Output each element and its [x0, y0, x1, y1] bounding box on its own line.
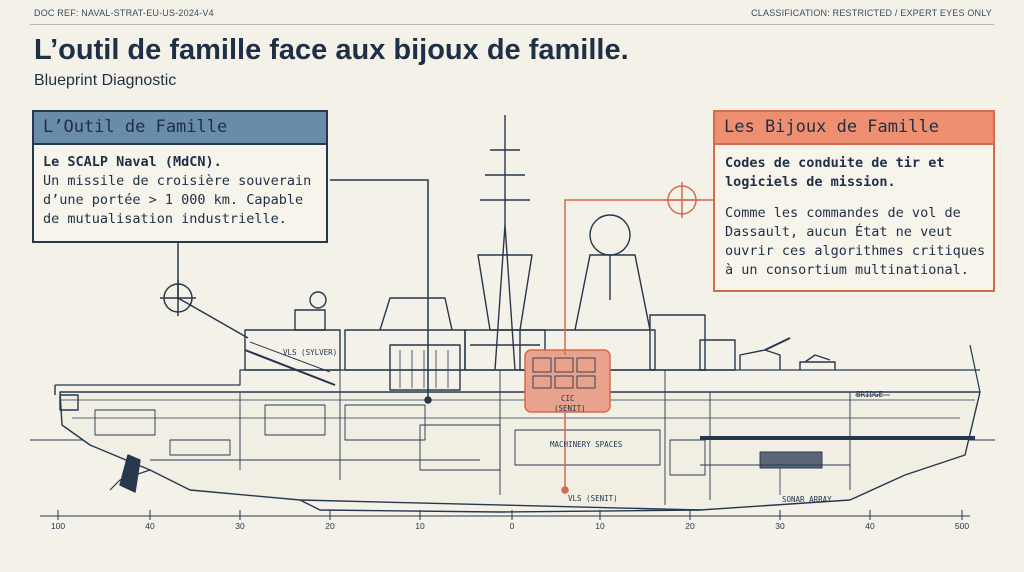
cic-senit-label: (SENIT) — [554, 404, 586, 413]
classification-label: CLASSIFICATION: RESTRICTED / EXPERT EYES… — [751, 8, 992, 18]
scale-tick: 30 — [235, 521, 245, 531]
header-divider — [30, 24, 994, 25]
right-box-line-2: Dassault, aucun État ne veut — [725, 224, 953, 240]
scale-tick: 0 — [509, 521, 515, 531]
right-box-heading: Les Bijoux de Famille — [715, 112, 993, 145]
machinery-spaces-label: MACHINERY SPACES — [550, 440, 623, 449]
scale-tick: 500 — [954, 521, 970, 531]
right-info-box: Les Bijoux de Famille Codes de conduite … — [713, 110, 995, 292]
scale-tick: 40 — [145, 521, 155, 531]
scale-tick: 20 — [685, 521, 695, 531]
scale-tick: 20 — [325, 521, 335, 531]
page-subtitle: Blueprint Diagnostic — [34, 72, 177, 89]
left-callout-lines — [160, 179, 432, 404]
scale-tick: 10 — [595, 521, 605, 531]
vls-sylver-label: VLS (SYLVER) — [283, 348, 338, 357]
scale-tick: 100 — [50, 521, 66, 531]
page-title: L’outil de famille face aux bijoux de fa… — [34, 34, 629, 66]
right-box-lead-2: logiciels de mission. — [725, 174, 896, 190]
right-box-line-3: ouvrir ces algorithmes critiques — [725, 243, 986, 259]
right-box-line-1: Comme les commandes de vol de — [725, 205, 961, 221]
scale-tick: 40 — [865, 521, 875, 531]
cic-highlight — [524, 349, 611, 413]
left-box-line-3: de mutualisation industrielle. — [43, 211, 287, 227]
vls-senit-label: VLS (SENIT) — [568, 494, 618, 503]
sonar-array-label: SONAR ARRAY — [782, 495, 832, 504]
left-box-lead: Le SCALP Naval (MdCN). — [43, 154, 222, 170]
bridge-label: BRIDGE — [856, 390, 884, 399]
left-box-line-2: d’une portée > 1 000 km. Capable — [43, 192, 304, 208]
scale-tick: 10 — [415, 521, 425, 531]
scale-bar — [40, 510, 970, 520]
left-box-heading: L’Outil de Famille — [34, 112, 326, 145]
right-callout-lines — [561, 182, 713, 494]
left-info-box: L’Outil de Famille Le SCALP Naval (MdCN)… — [32, 110, 328, 243]
scale-tick: 30 — [775, 521, 785, 531]
left-box-line-1: Un missile de croisière souverain — [43, 173, 312, 189]
hull-outline — [59, 391, 981, 511]
doc-ref: DOC REF: NAVAL-STRAT-EU-US-2024-V4 — [34, 8, 214, 18]
right-box-lead-1: Codes de conduite de tir et — [725, 155, 945, 171]
cic-label: CIC — [561, 394, 575, 403]
right-box-line-4: à un consortium multinational. — [725, 262, 969, 278]
